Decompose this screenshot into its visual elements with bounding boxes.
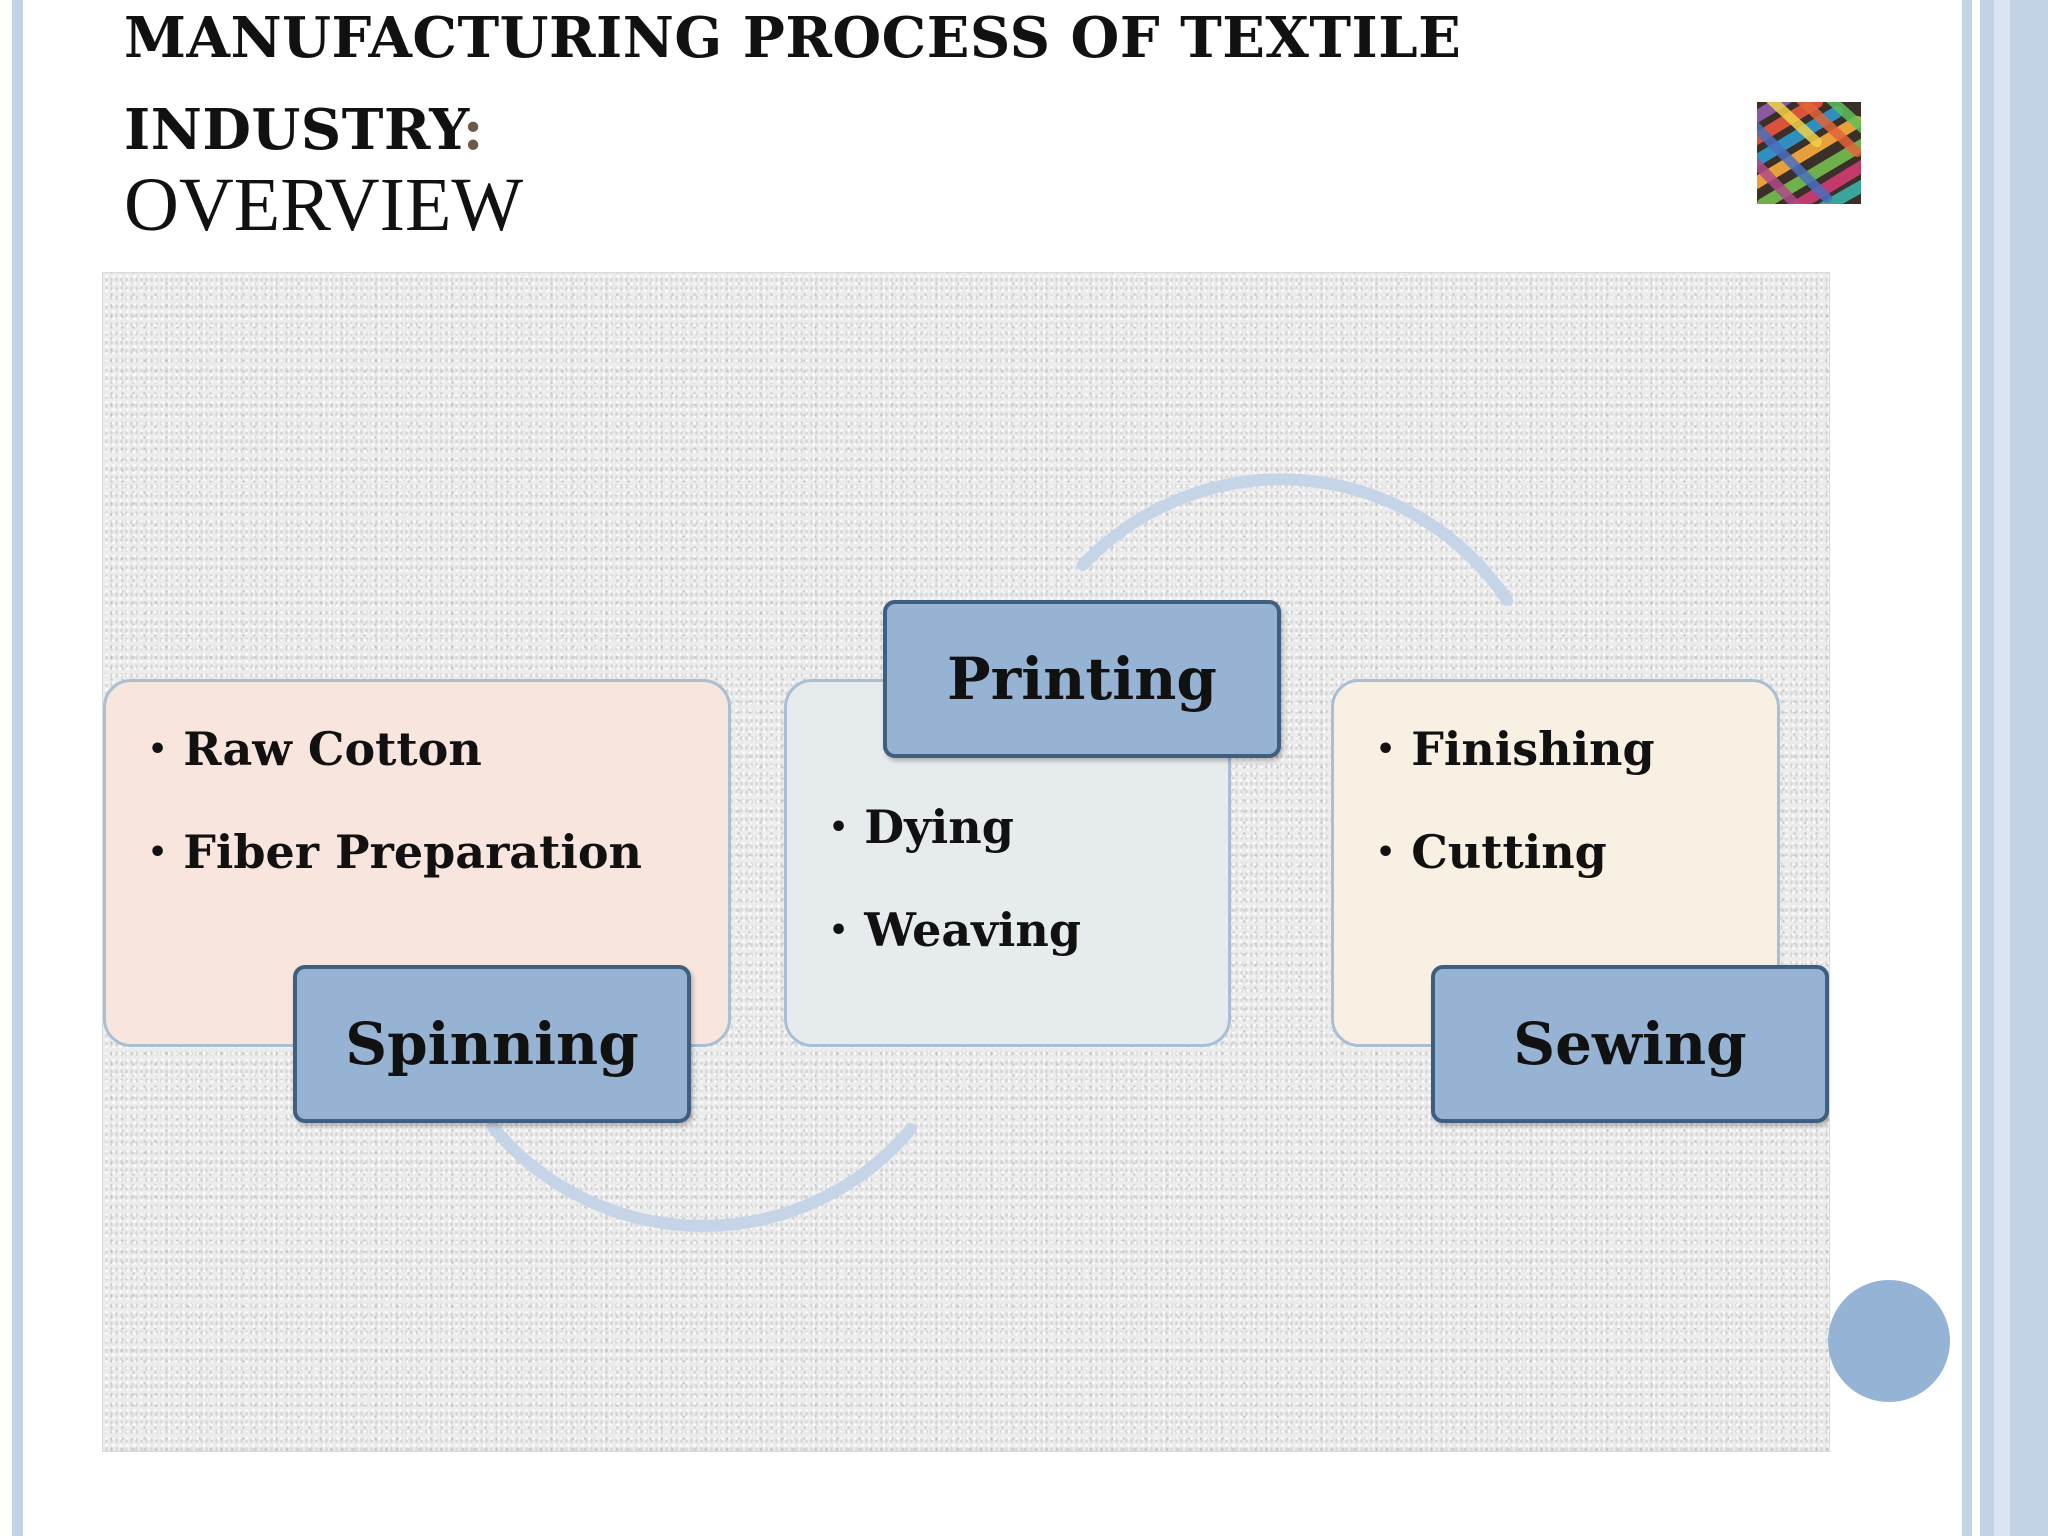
stage-label-printing: Printing <box>883 600 1281 758</box>
slide-title-text: MANUFACTURING PROCESS OF TEXTILE INDUSTR… <box>124 5 1462 163</box>
list-item: Weaving <box>829 879 1081 982</box>
slide-subtitle: OVERVIEW <box>124 163 524 247</box>
slide-frame-left-bar <box>12 0 23 1536</box>
slide-frame-right-bar <box>2010 0 2048 1536</box>
list-item: Raw Cotton <box>148 698 642 801</box>
cycle-arrow-top <box>1077 473 1513 606</box>
cycle-arrow-bottom <box>487 1121 917 1232</box>
process-diagram: Raw Cotton Fiber Preparation Dying Weavi… <box>102 272 1830 1452</box>
list-item: Dying <box>829 776 1081 879</box>
list-item: Cutting <box>1376 801 1655 904</box>
stage-items-spinning: Raw Cotton Fiber Preparation <box>148 698 642 904</box>
slide-frame-right-bar <box>1980 0 1994 1536</box>
slide-frame-right-bar <box>1962 0 1972 1536</box>
slide-title: MANUFACTURING PROCESS OF TEXTILE INDUSTR… <box>124 0 1684 176</box>
list-item: Fiber Preparation <box>148 801 642 904</box>
stage-items-printing: Dying Weaving <box>829 776 1081 982</box>
list-item: Finishing <box>1376 698 1654 801</box>
textile-threads-image <box>1757 102 1861 204</box>
cycle-arrows <box>487 473 1513 1232</box>
slide-title-colon: : <box>462 97 484 163</box>
slide-decoration-circle <box>1828 1280 1950 1402</box>
slide-frame-right-bar <box>1994 0 2010 1536</box>
stage-label-spinning: Spinning <box>293 965 691 1123</box>
stage-items-sewing: Finishing Cutting <box>1376 698 1655 904</box>
stage-label-sewing: Sewing <box>1431 965 1829 1123</box>
